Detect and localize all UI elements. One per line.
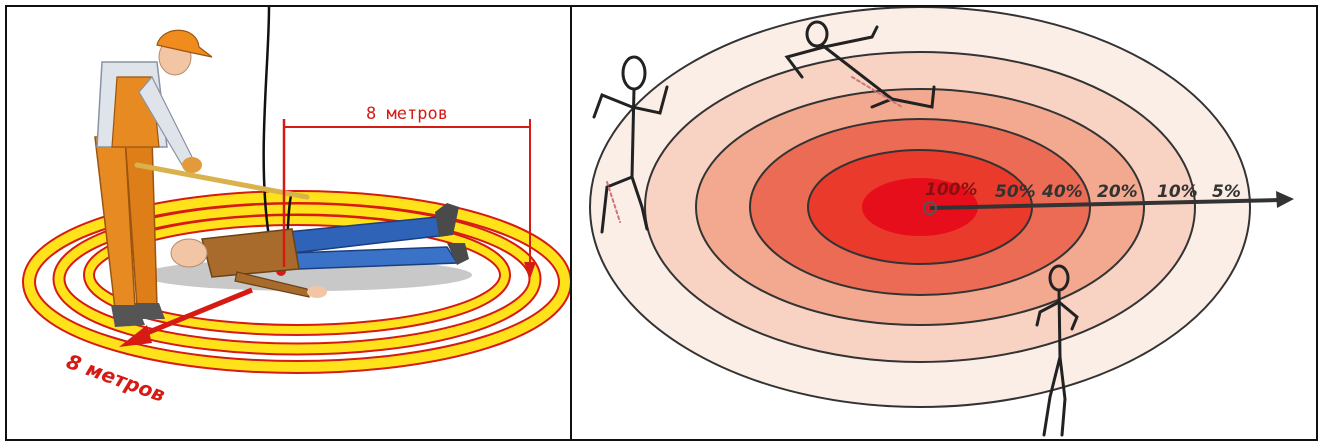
wooden-stick [137,165,307,197]
potential-zones [590,7,1250,407]
percent-label: 5% [1212,182,1241,202]
percent-label: 10% [1157,182,1198,202]
potential-zones-svg: 100% 50% 40% 20% 10% 5% [572,7,1316,439]
step-voltage-svg: 8 метров 8 метров [7,7,570,439]
distance-label-top: 8 метров [366,104,448,124]
percent-label: 40% [1041,182,1083,202]
percent-label: 100% [925,180,978,200]
step-voltage-illustration: 8 метров 8 метров [7,7,570,439]
percent-label: 50% [995,182,1036,202]
gradient-arrowhead [1276,191,1294,208]
potential-zones-diagram: 100% 50% 40% 20% 10% 5% [572,7,1316,439]
percent-label: 20% [1097,182,1138,202]
